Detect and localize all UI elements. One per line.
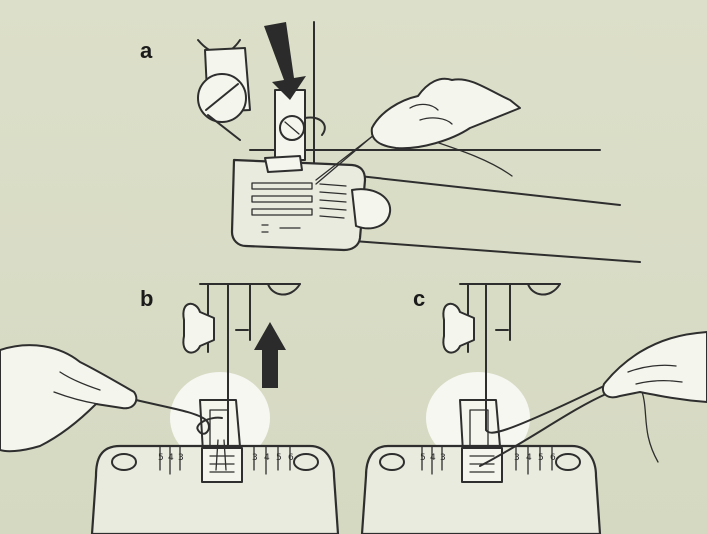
scale-b-4: 4 bbox=[264, 453, 270, 463]
throat-plate bbox=[230, 158, 367, 252]
hand-c bbox=[602, 331, 707, 403]
down-arrow-icon bbox=[264, 22, 306, 100]
up-arrow-icon bbox=[254, 322, 286, 388]
scale-c-3: 3 bbox=[514, 453, 520, 463]
scale-b-3: 3 bbox=[252, 453, 258, 463]
scale-c-0: 5 bbox=[420, 453, 426, 463]
panel-a-drawing bbox=[197, 21, 641, 263]
thread-c-2 bbox=[479, 393, 607, 467]
scale-b-1: 4 bbox=[168, 453, 174, 463]
thread-guide bbox=[304, 116, 326, 136]
scale-b-0: 5 bbox=[158, 453, 164, 463]
arm-lower bbox=[207, 114, 241, 141]
panel-label-b: b bbox=[140, 286, 154, 311]
bobbin-cover bbox=[351, 188, 392, 230]
panel-label-c: c bbox=[413, 286, 426, 311]
scale-c-4: 4 bbox=[526, 453, 532, 463]
scale-c-6: 6 bbox=[550, 453, 556, 463]
thumb-screw-slot bbox=[205, 83, 239, 111]
scale-c-1: 4 bbox=[430, 453, 436, 463]
panel-c-drawing: 5 4 3 3 4 5 6 bbox=[360, 283, 707, 534]
bed-b bbox=[90, 444, 340, 534]
thread-c-1 bbox=[485, 385, 605, 434]
panel-label-a: a bbox=[140, 38, 153, 63]
presser-foot bbox=[264, 155, 303, 173]
panel-b-drawing: 5 4 3 3 4 5 6 bbox=[0, 283, 340, 534]
hand-b bbox=[0, 344, 138, 453]
presser-knob-b bbox=[182, 302, 215, 354]
scale-c-2: 3 bbox=[440, 453, 446, 463]
bed-front-line bbox=[339, 239, 641, 263]
scale-b-5: 5 bbox=[276, 453, 282, 463]
scale-b-6: 6 bbox=[288, 453, 294, 463]
thread-b bbox=[135, 399, 223, 435]
scale-b-2: 3 bbox=[178, 453, 184, 463]
hand-a bbox=[370, 77, 521, 150]
scale-c-5: 5 bbox=[538, 453, 544, 463]
presser-knob-c bbox=[442, 302, 475, 354]
bed-edge-line bbox=[349, 174, 621, 206]
